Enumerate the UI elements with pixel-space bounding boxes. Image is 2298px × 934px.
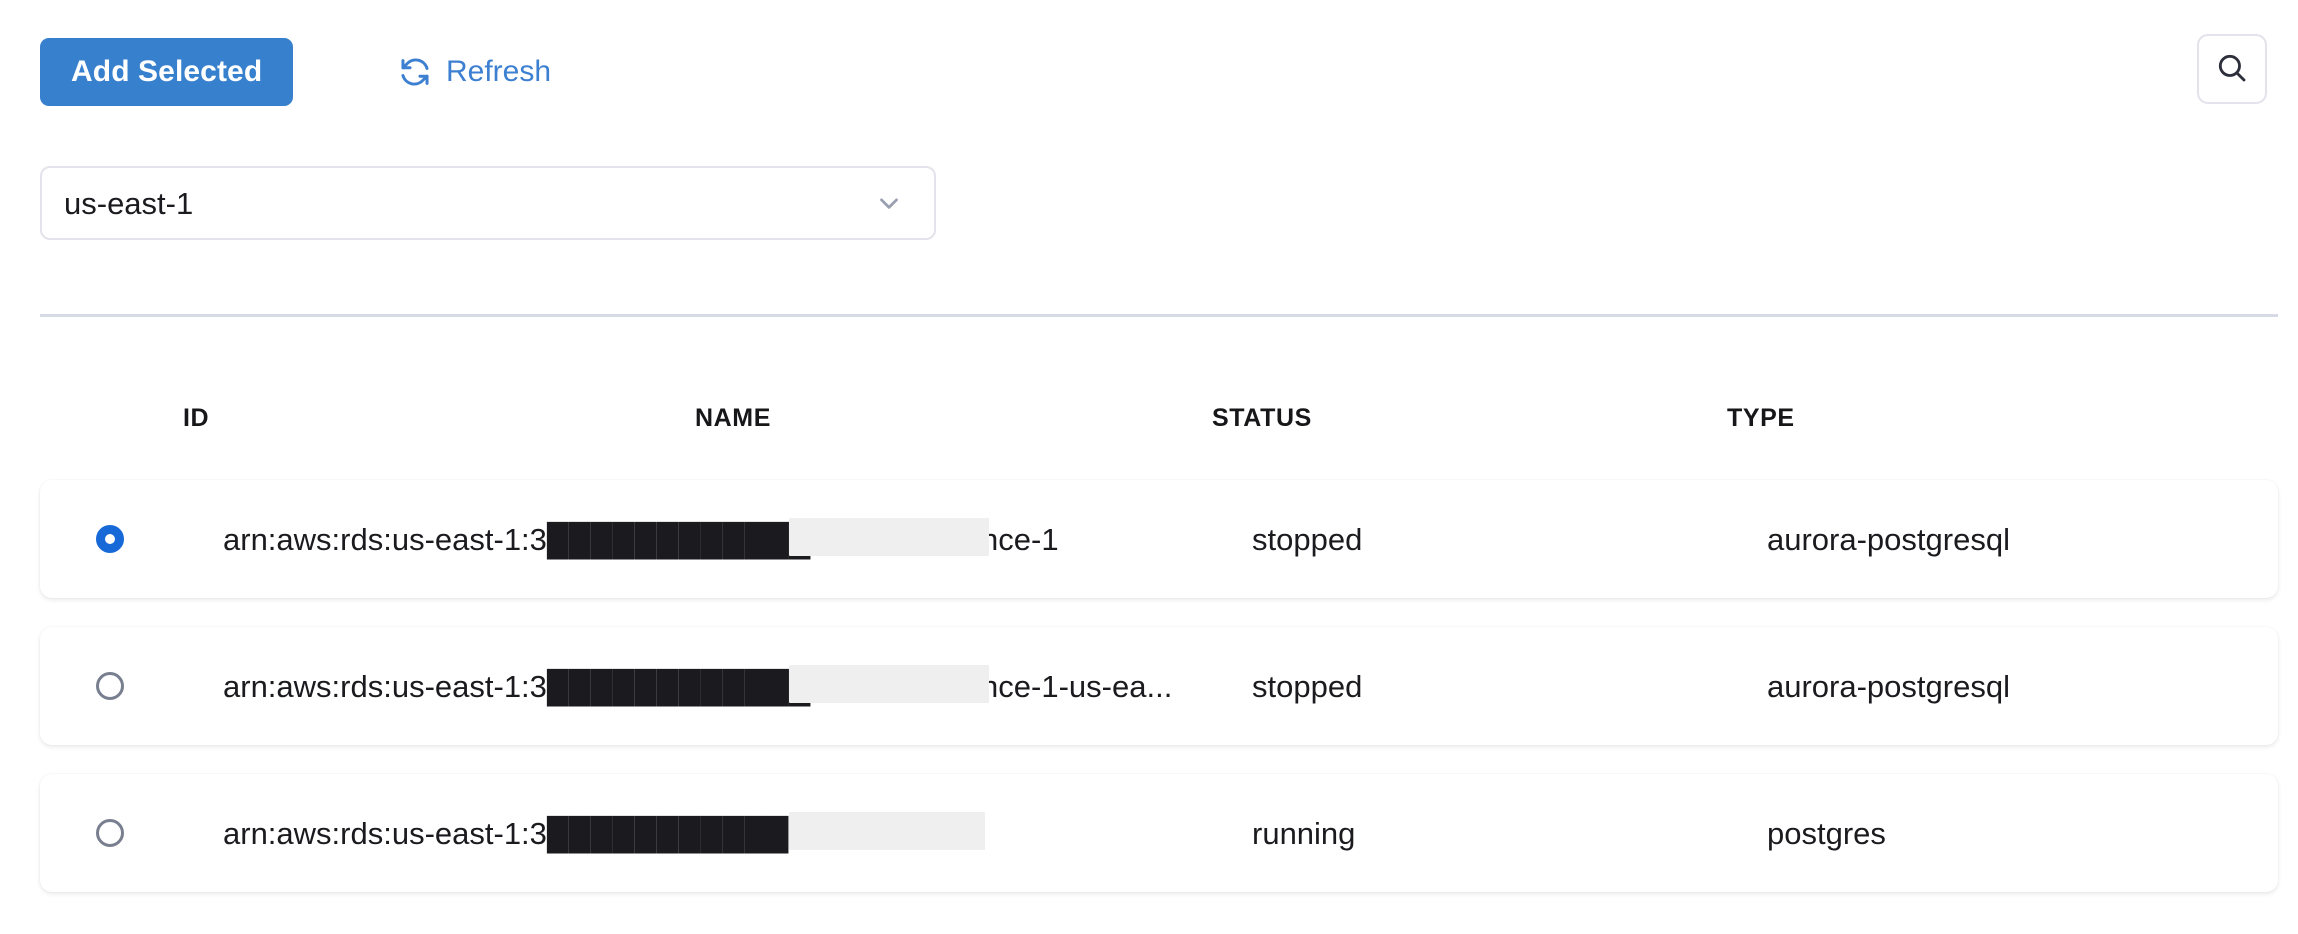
cell-id-text: arn:aws:rds:us-east-1:3███████████ todo-…	[223, 816, 970, 851]
cell-status: stopped	[1252, 522, 1363, 557]
column-header-type: TYPE	[1727, 404, 1795, 432]
cell-id: arn:aws:rds:us-east-1:3████████████base-…	[223, 518, 1059, 557]
table-header-row: ID NAME STATUS TYPE	[0, 390, 2298, 452]
region-select-value: us-east-1	[64, 185, 194, 221]
refresh-label: Refresh	[446, 55, 552, 88]
add-selected-button[interactable]: Add Selected	[40, 38, 294, 106]
table-row[interactable]: arn:aws:rds:us-east-1:3████████████base-…	[40, 480, 2278, 598]
row-radio[interactable]	[96, 672, 124, 700]
chevron-down-icon	[874, 188, 934, 218]
table-row[interactable]: arn:aws:rds:us-east-1:3███████████ todo-…	[40, 774, 2278, 892]
cell-status: stopped	[1252, 669, 1363, 704]
search-button[interactable]	[2197, 34, 2267, 104]
column-header-id: ID	[183, 404, 210, 432]
cell-type: postgres	[1767, 816, 1886, 851]
sync-icon	[398, 55, 432, 89]
cell-id-text: arn:aws:rds:us-east-1:3████████████base-…	[223, 522, 1059, 557]
cell-type: aurora-postgresql	[1767, 522, 2010, 557]
resource-table: ID NAME STATUS TYPE arn:aws:rds:us-east-…	[0, 390, 2298, 892]
cell-id-text: arn:aws:rds:us-east-1:3████████████base-…	[223, 669, 1173, 704]
cell-id: arn:aws:rds:us-east-1:3███████████ todo-…	[223, 812, 985, 851]
cell-status: running	[1252, 816, 1356, 851]
table-row[interactable]: arn:aws:rds:us-east-1:3████████████base-…	[40, 627, 2278, 745]
region-select[interactable]: us-east-1	[40, 166, 936, 240]
row-radio[interactable]	[96, 819, 124, 847]
toolbar: Add Selected Refresh	[0, 0, 2298, 122]
column-header-name: NAME	[695, 404, 772, 432]
section-divider	[40, 314, 2278, 317]
column-header-status: STATUS	[1212, 404, 1312, 432]
cell-type: aurora-postgresql	[1767, 669, 2010, 704]
cell-id: arn:aws:rds:us-east-1:3████████████base-…	[223, 665, 1173, 704]
search-icon	[2214, 50, 2250, 89]
refresh-button[interactable]: Refresh	[398, 40, 551, 104]
row-radio[interactable]	[96, 525, 124, 553]
